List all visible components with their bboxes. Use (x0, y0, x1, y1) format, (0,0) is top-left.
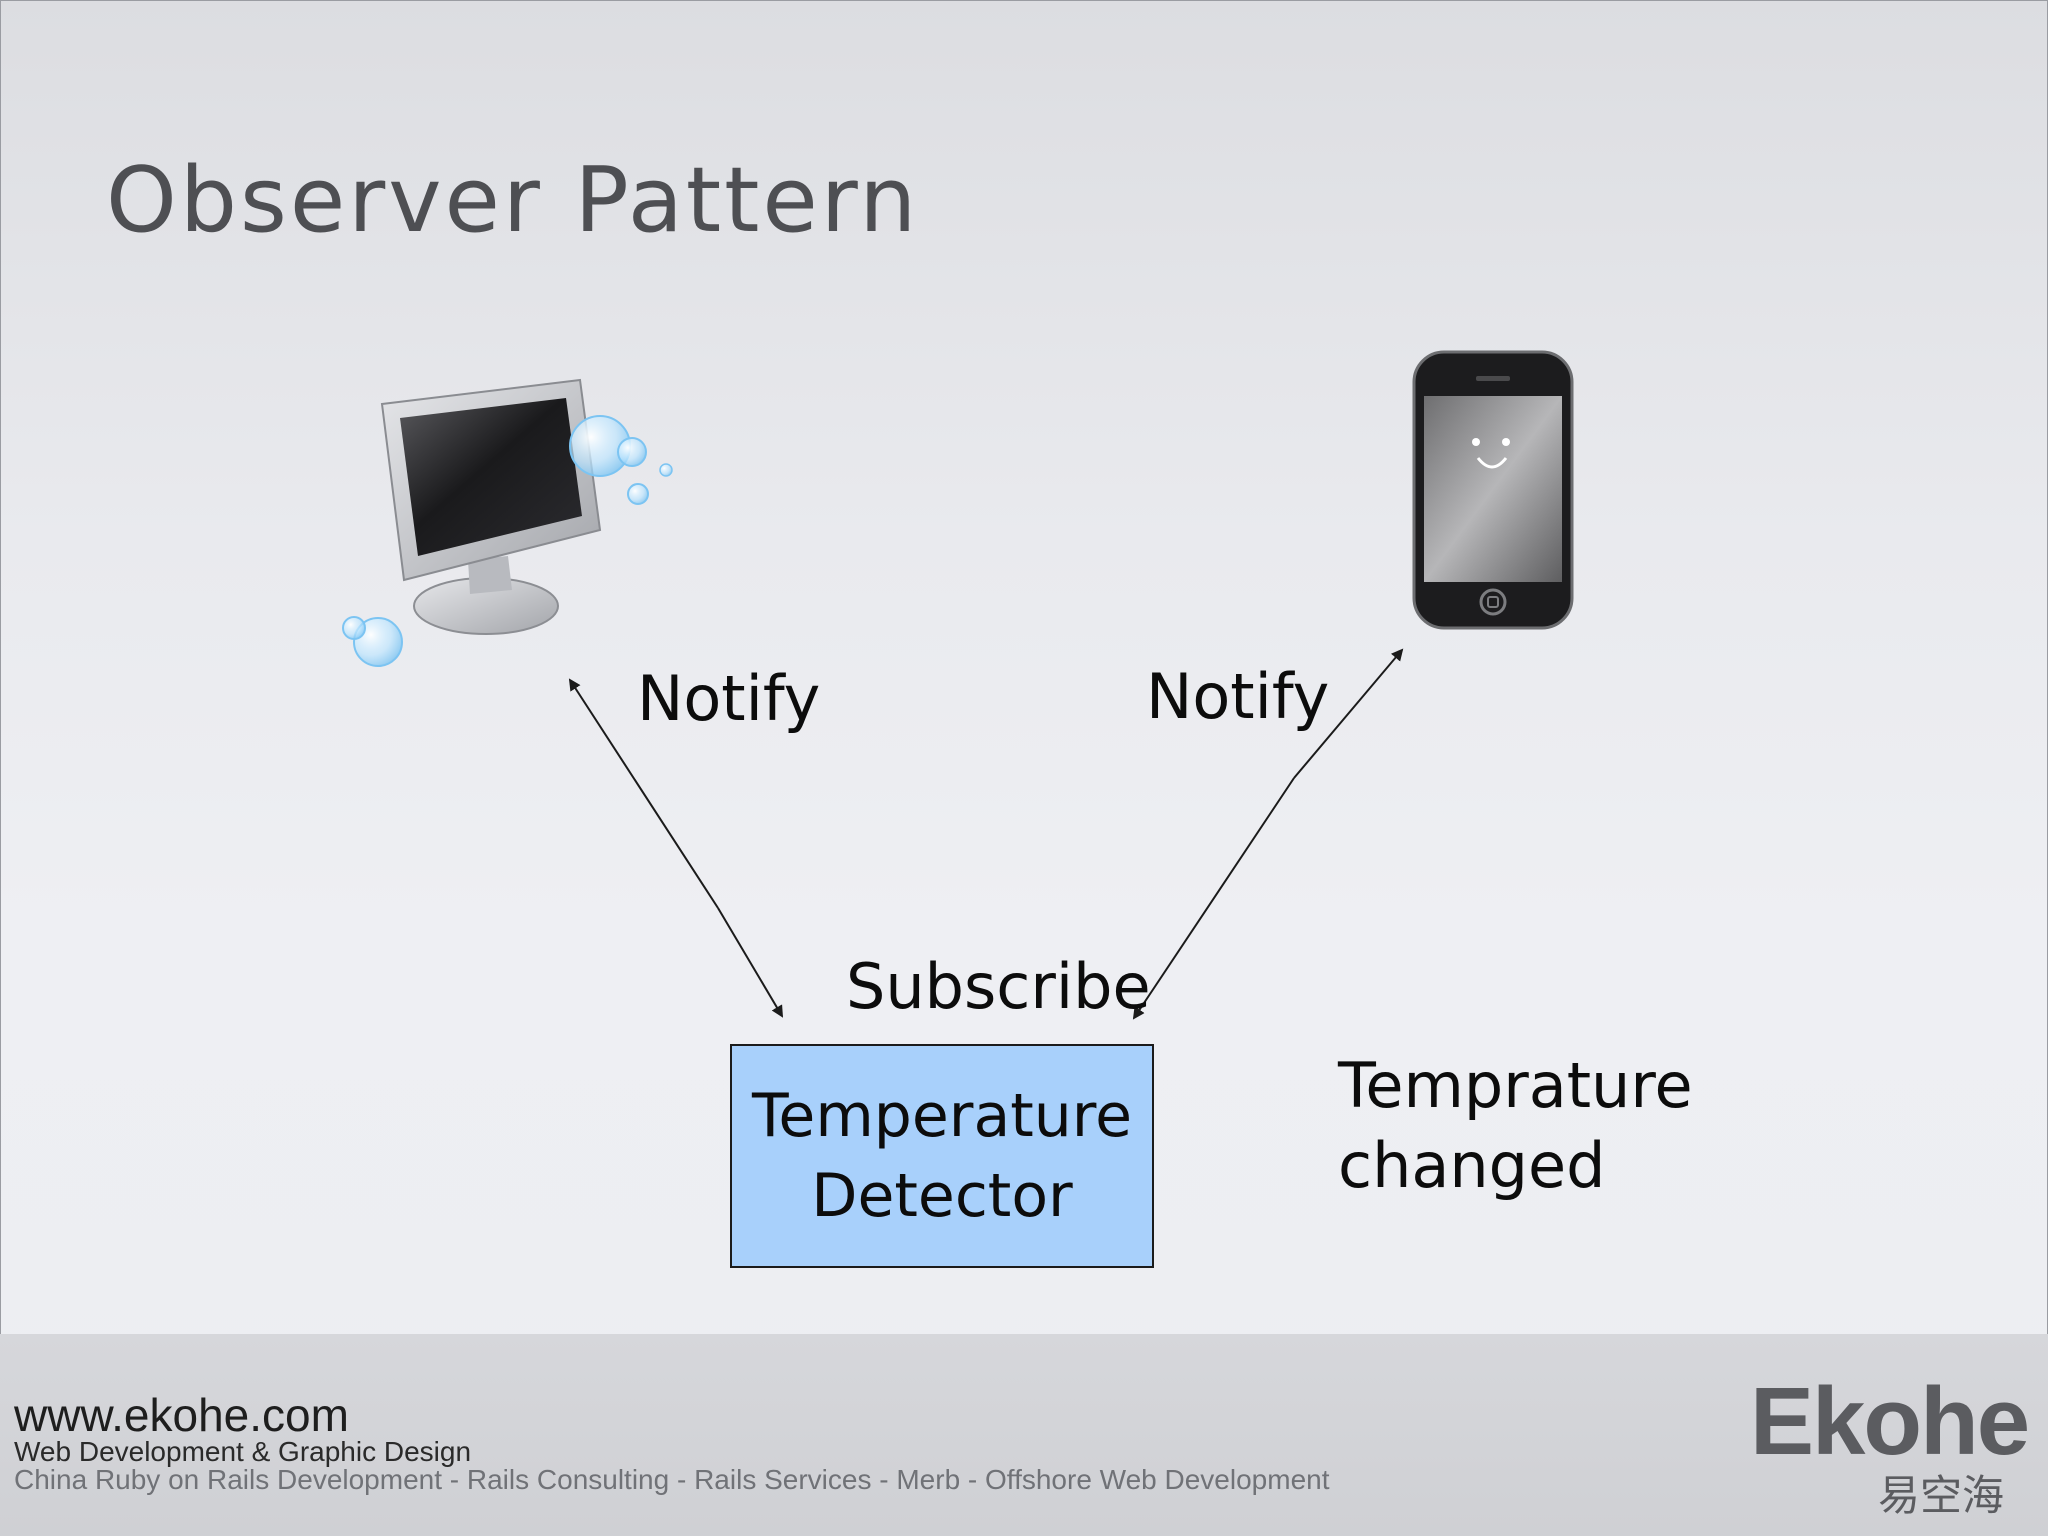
subscribe-label: Subscribe (846, 950, 1151, 1023)
notify-left-label: Notify (637, 662, 821, 735)
mobile-phone-icon (1412, 350, 1574, 630)
brand-name: Ekohe (1750, 1368, 2030, 1475)
temperature-detector-label: Temperature Detector (751, 1081, 1133, 1231)
subscribe-left-arrow (717, 907, 784, 1018)
footer-url: www.ekohe.com (14, 1389, 349, 1441)
desktop-monitor-icon (342, 378, 673, 667)
slide-title: Observer Pattern (106, 148, 920, 253)
footer-bar (0, 1334, 2048, 1536)
notify-right-arrow (1293, 648, 1404, 779)
brand-chinese-name: 易空海 (1877, 1471, 2004, 1520)
notify-right-label: Notify (1146, 660, 1330, 733)
temperature-changed-note: Temprature changed (1338, 1049, 1693, 1202)
temperature-detector-box: Temperature Detector (730, 1044, 1154, 1268)
ekohe-logo: Ekohe 易空海 (1750, 1368, 2030, 1522)
notify-left-arrow (568, 678, 719, 909)
footer-tagline: Web Development & Graphic Design (14, 1436, 472, 1467)
subscribe-right-arrow (1132, 777, 1295, 1020)
footer-services: China Ruby on Rails Development - Rails … (14, 1464, 1330, 1495)
